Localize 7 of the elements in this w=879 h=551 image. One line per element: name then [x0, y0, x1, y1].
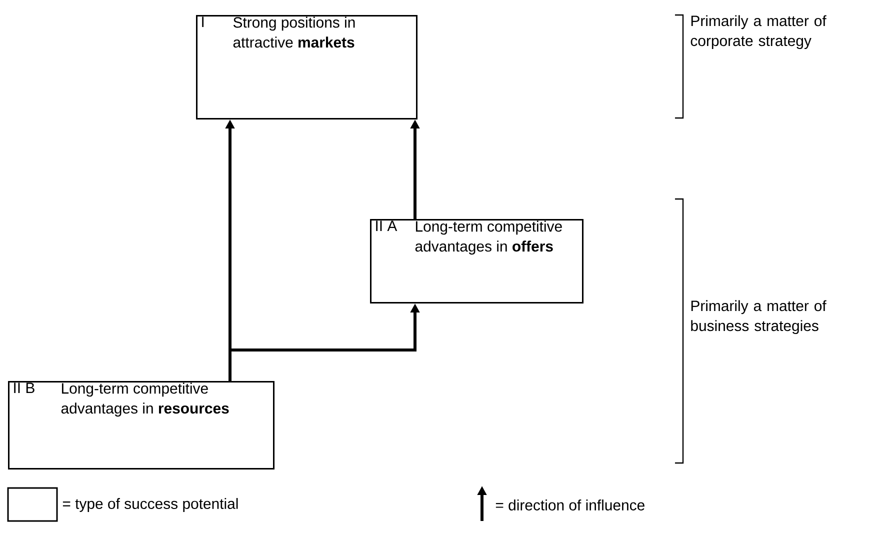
- type-box: II B Long-term competitive advantages in resources: [8, 380, 274, 470]
- legend-text: = type of success potential: [62, 498, 238, 512]
- type-box: II A Long-term competitive advantages in offers: [370, 218, 584, 304]
- type-box: I Strong positions in attractive markets: [196, 15, 418, 120]
- legend-text: = direction of influence: [496, 500, 644, 510]
- note-text: Primarily a matter of business strategies: [691, 300, 826, 334]
- note-text: Primarily a matter of corporate strategy: [690, 15, 826, 50]
